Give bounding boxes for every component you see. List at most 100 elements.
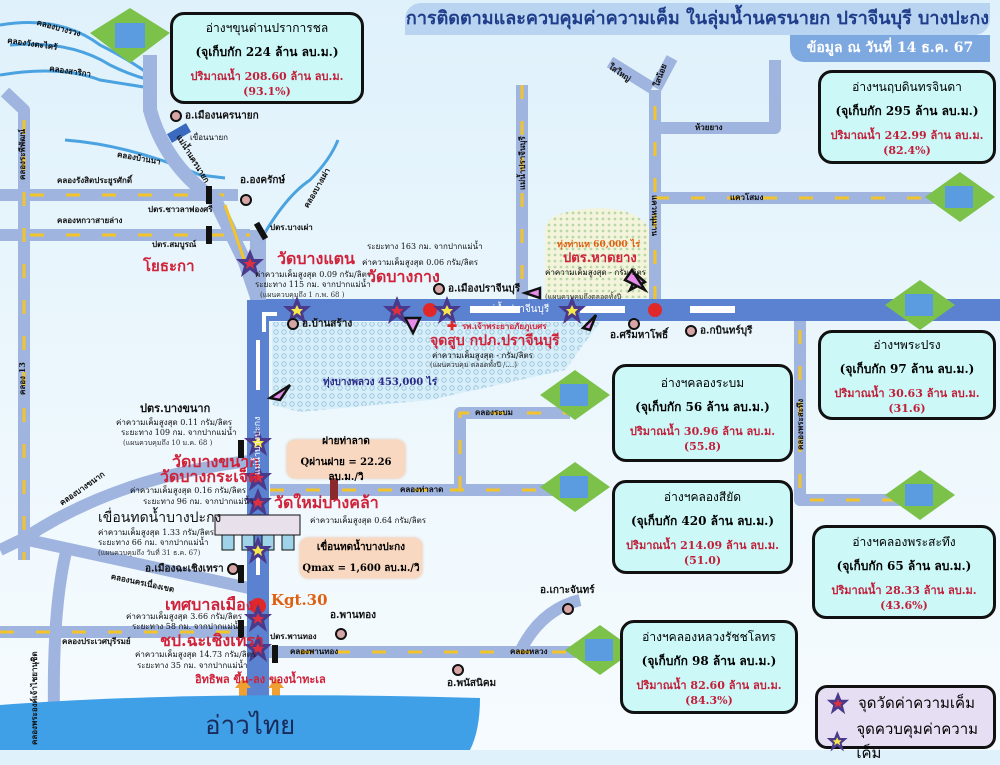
canal-khwae-hanuman: แควหนุมาน (650, 195, 660, 236)
bang-kang-salinity: ค่าความเค็มสูงสุด 0.06 กรัม/ลิตร (362, 258, 479, 267)
gulf-of-thailand (0, 695, 480, 750)
reservoir-name: อ่างฯคลองระบม (660, 375, 745, 390)
district-marker-icon (433, 283, 445, 295)
gate-chao-la: ปตร.ชาวลาพ่องศรี (148, 204, 213, 214)
control-star-icon (243, 535, 273, 565)
red-markers (250, 303, 662, 614)
reservoir-volume: ปริมาณน้ำ 30.63 ล้าน ลบ.ม.(31.6) (834, 386, 980, 415)
district-label: อ.องครักษ์ (240, 175, 286, 186)
station-chachoengsao-rid: ชป.ฉะเชิงเทรา (160, 631, 264, 650)
dam-salinity: ค่าความเค็มสูงสุด 1.33 กรัม/ลิตร (98, 528, 215, 537)
bang-khanak-salinity: ค่าความเค็มสูงสุด 0.11 กรัม/ลิตร (116, 418, 233, 427)
canal-rangsit: คลองรังสิตประยูรศักดิ์ (57, 175, 133, 185)
hospital-label: รพ.เจ้าพระยาอภัยภูเบศร (462, 321, 547, 331)
bang-phluang-field-label: ทุ่งบางพลวง 453,000 ไร่ (323, 377, 438, 388)
bang-krachet-salinity: ค่าความเค็มสูงสุด 0.16 กรัม/ลิตร (130, 486, 247, 495)
yothaka-label: โยธะกา (143, 257, 195, 275)
dam-qmax-box: เขื่อนทดน้ำบางปะกง Qmax = 1,600 ลบ.ม./วิ (300, 538, 422, 578)
district-label: อ.เมืองนครนายก (185, 110, 259, 122)
gate-phan-thong: ปตร.พานทอง (270, 631, 317, 641)
canal-khlong-13: คลอง 13 (17, 362, 27, 395)
canal-tha-lat: คลองท่าลาด (400, 484, 444, 494)
prachinburi-river-label: แม่น้ำปราจีนบุรี (482, 304, 550, 315)
bang-taen-salinity: ค่าความเค็มสูงสุด 0.09 กรัม/ลิตร (255, 270, 372, 279)
station-mai-bang-khla: วัดใหม่บางคล้า (274, 493, 379, 512)
reservoir-volume: ปริมาณน้ำ 30.96 ล้าน ลบ.ม.(55.8) (629, 424, 776, 453)
district-phan-thong: อ.พานทอง (330, 610, 376, 622)
district-marker-icon (170, 110, 182, 122)
reservoir-box-naruebodindrachinda: อ่างฯนฤบดินทรจินดา (จุเก็บกัก 295 ล้าน ล… (818, 70, 996, 164)
station-bang-krachet: วัดบางกระเจ็ด (160, 467, 259, 486)
district-marker-icon (287, 318, 299, 330)
control-star-icon (826, 729, 848, 753)
district-label: อ.บ้านสร้าง (302, 318, 353, 330)
bang-pakong-river-label: แม่น้ำบางปะกง (253, 416, 263, 476)
reservoir-volume: ปริมาณน้ำ 82.60 ล้าน ลบ.ม.(84.3%) (636, 678, 782, 707)
station-bang-kang: วัดบางกาง (367, 267, 440, 286)
reservoir-box-khlong-phra-sathueng: อ่างฯคลองพระสะทึง (จุเก็บกัก 65 ล้าน ลบ.… (812, 525, 996, 619)
district-marker-icon (240, 194, 252, 206)
district-marker-icon (335, 628, 347, 640)
reservoir-volume: ปริมาณน้ำ 242.99 ล้าน ลบ.ม.(82.4%) (830, 128, 984, 157)
measure-star-icon (826, 691, 850, 715)
bang-khanak-distance: ระยะทาง 109 กม. จากปากแม่น้ำ (121, 428, 237, 437)
municipality-salinity: ค่าความเค็มสูงสุด 3.66 กรัม/ลิตร (126, 612, 243, 621)
tha-lat-weir-marker (330, 478, 338, 500)
district-label: อ.พานทอง (330, 610, 377, 621)
station-bang-taen: วัดบางแตน (277, 249, 355, 268)
reservoir-capacity: (จุเก็บกัก 56 ล้าน ลบ.ม.) (635, 399, 770, 414)
district-mueang-chachoengsao: อ.เมืองฉะเชิงเทรา (145, 563, 242, 575)
reservoir-name: อ่างฯคลองพระสะทึง (852, 534, 956, 549)
reservoir-box-khun-dan: อ่างฯขุนด่านปราการชล (จุเก็บกัก 224 ล้าน… (170, 12, 364, 104)
station-wat-bang-khanak: วัดบางขนาก (172, 452, 259, 471)
bang-phluang-field-area (272, 322, 600, 412)
bang-taen-distance: ระยะทาง 115 กม. จากปากแม่น้ำ (255, 280, 371, 289)
dam-qmax: Qmax = 1,600 ลบ.ม./วิ (302, 563, 420, 574)
dam-graphic (214, 514, 301, 551)
district-ban-sang: อ.บ้านสร้าง (287, 318, 352, 330)
hat-yang-salinity: ค่าความเค็มสูงสุด - กรัม/ลิตร (545, 268, 646, 277)
weir-flow: Qผ่านฝาย = 22.26 ลบ.ม./วิ (300, 456, 392, 483)
canal-prachin-old: แม่น้ำปราจีนบุรี (517, 136, 527, 190)
legend-item-measure: จุดวัดค่าความเค็ม (826, 691, 975, 715)
reservoir-box-khlong-rabom: อ่างฯคลองระบม (จุเก็บกัก 56 ล้าน ลบ.ม.) … (612, 364, 793, 462)
tide-label: อิทธิพล ขึ้น-ลง ของน้ำทะเล (195, 673, 326, 686)
reservoir-capacity: (จุเก็บกัก 295 ล้าน ลบ.ม.) (835, 103, 979, 118)
canal-phan-thong: คลองพานทอง (290, 646, 339, 656)
hat-yang-plan: (แผนควบคุมถึงตลอดทั้งปี (545, 293, 622, 301)
streams (0, 21, 340, 261)
reservoir-volume: ปริมาณน้ำ 28.33 ล้าน ลบ.ม.(43.6%) (831, 583, 977, 612)
measure-star-bang-kang-icon (382, 295, 412, 325)
municipality-distance: ระยะทาง 58 กม. จากปากแม่น้ำ (132, 622, 243, 631)
chachoengsao-salinity: ค่าความเค็มสูงสุด 14.73 กรัม/ลิตร (135, 650, 257, 659)
gate-nayok-dam: เขื่อนนายก (190, 133, 228, 142)
district-marker-icon (628, 318, 640, 330)
pink-arrows (266, 267, 649, 402)
district-marker-icon (562, 603, 574, 615)
district-label: อ.เมืองปราจีนบุรี (448, 283, 521, 295)
reservoir-name: อ่างฯพระปรง (873, 337, 941, 352)
reservoir-volume: ปริมาณน้ำ 214.09 ล้าน ลบ.ม.(51.0) (626, 538, 779, 567)
canal-raphiphat: คลองระพีพัฒน์ (17, 129, 27, 180)
canal-huai-yang: ห้วยยาง (695, 122, 723, 132)
district-label: อ.พนัสนิคม (447, 678, 497, 689)
tha-hae-field-area (545, 208, 652, 298)
reservoir-capacity: (จุเก็บกัก 65 ล้าน ลบ.ม.) (836, 558, 972, 573)
legend-label: จุดวัดค่าความเค็ม (858, 694, 975, 712)
bang-khanak-plan: (แผนควบคุมถึง 10 ม.ค. 68 ) (123, 439, 213, 447)
reservoir-box-phra-prong: อ่างฯพระปรง (จุเก็บกัก 97 ล้าน ลบ.ม.) ปร… (818, 330, 996, 420)
district-ongkharak: อ.องครักษ์ (240, 175, 285, 187)
reservoir-capacity: (จุเก็บกัก 97 ล้าน ลบ.ม.) (839, 361, 975, 376)
canal-khwae-samong: แควโสมง (730, 192, 764, 202)
station-bang-pakong-dam: เขื่อนทดน้ำบางปะกง (98, 510, 222, 526)
district-si-maha-phot: อ.ศรีมหาโพธิ์ (610, 330, 668, 342)
tha-lat-weir-box: ฝายท่าลาด Qผ่านฝาย = 22.26 ลบ.ม./วิ (287, 436, 405, 483)
district-mueang-prachinburi: อ.เมืองปราจีนบุรี (433, 283, 520, 295)
page-title: การติดตามและควบคุมค่าความเค็ม ในลุ่มน้ำน… (405, 3, 990, 35)
district-mueang-nakhon-nayok: อ.เมืองนครนายก (170, 110, 259, 122)
station-bang-khanak-gate: ปตร.บางขนาก (140, 402, 211, 415)
district-label: อ.กบินทร์บุรี (700, 325, 753, 337)
station-municipality: เทศบาลเมือง (165, 595, 254, 614)
legend-item-control: จุดควบคุมค่าความเค็ม (826, 717, 993, 765)
bang-taen-plan: (แผนควบคุมถึง 1 ก.พ. 68 ) (260, 291, 345, 299)
